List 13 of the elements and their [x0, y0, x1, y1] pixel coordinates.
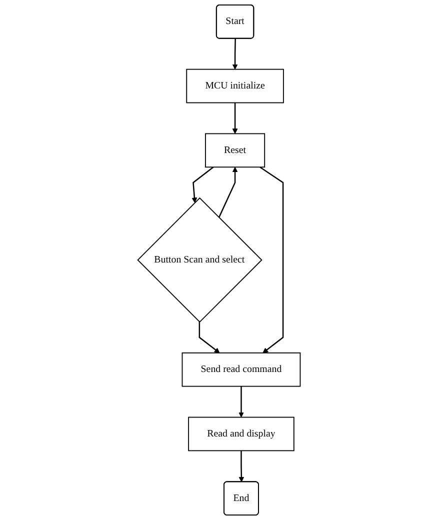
- arrow: [198, 322, 220, 354]
- arrow: [232, 102, 238, 134]
- arrow: [238, 386, 244, 418]
- arrow: [232, 38, 238, 70]
- node-box: Reset: [205, 133, 266, 168]
- node-box: MCU initialize: [186, 68, 284, 104]
- node-diamond: Button Scan and select: [137, 197, 262, 323]
- arrow: [218, 166, 238, 218]
- arrow: [260, 166, 284, 354]
- node-box: Send read command: [182, 352, 301, 387]
- arrow: [238, 450, 244, 482]
- node-box: Read and display: [188, 416, 294, 452]
- arrow: [192, 166, 214, 203]
